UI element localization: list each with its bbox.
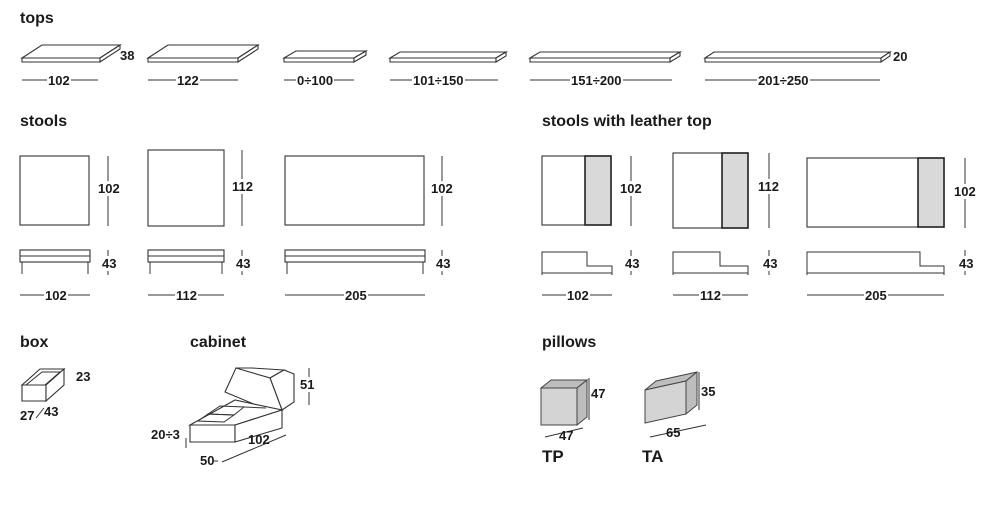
- tops-width-label-4: 101÷150: [412, 73, 465, 88]
- heading-stools-leather: stools with leather top: [542, 113, 712, 130]
- heading-box: box: [20, 334, 49, 351]
- leather-height-label-3: 43: [959, 256, 974, 271]
- cabinet-small-height-label: 20÷3: [151, 427, 180, 442]
- tops-width-label-3: 0÷100: [296, 73, 335, 88]
- tops-thickness-right-label: 20: [893, 49, 908, 64]
- leather-stool-112: [672, 152, 770, 296]
- leather-width-label-1: 102: [566, 288, 590, 303]
- box-width-label: 43: [44, 404, 59, 419]
- tops-width-label-5: 151÷200: [570, 73, 623, 88]
- cabinet-drawing: [185, 367, 310, 463]
- pillow-tp-width-label: 47: [559, 428, 574, 443]
- tops-width-label-6: 201÷250: [757, 73, 810, 88]
- leather-depth-label-2: 112: [758, 179, 779, 194]
- top-102: [20, 43, 122, 81]
- heading-stools: stools: [20, 113, 68, 130]
- stool-width-label-2: 112: [175, 288, 198, 303]
- pillow-ta-drawing: [644, 370, 707, 438]
- stool-width-label-1: 102: [44, 288, 68, 303]
- leather-width-label-3: 205: [864, 288, 888, 303]
- stool-depth-label-2: 112: [232, 179, 253, 194]
- top-0-100: [281, 50, 369, 81]
- pillow-ta-label: TA: [642, 447, 664, 466]
- stool-112: [147, 149, 243, 296]
- stool-height-label-2: 43: [236, 256, 251, 271]
- pillow-tp-drawing: [539, 378, 590, 438]
- heading-tops: tops: [20, 10, 54, 27]
- leather-depth-label-3: 102: [954, 184, 976, 199]
- leather-width-label-2: 112: [699, 288, 722, 303]
- cabinet-length-label: 102: [248, 432, 270, 447]
- top-122: [146, 43, 260, 81]
- leather-depth-label-1: 102: [620, 181, 642, 196]
- leather-stool-102: [541, 155, 632, 296]
- leather-stool-205: [806, 157, 966, 296]
- heading-pillows: pillows: [542, 334, 597, 351]
- leather-height-label-2: 43: [763, 256, 778, 271]
- top-201-250: [703, 50, 892, 81]
- top-151-200: [528, 51, 682, 81]
- stool-height-label-1: 43: [102, 256, 117, 271]
- top-101-150: [388, 51, 508, 81]
- pillow-tp-height-label: 47: [591, 386, 606, 401]
- box-height-label: 23: [76, 369, 91, 384]
- stool-width-label-3: 205: [344, 288, 368, 303]
- leather-height-label-1: 43: [625, 256, 640, 271]
- stool-depth-label-1: 102: [98, 181, 120, 196]
- box-depth-label: 27: [20, 408, 35, 423]
- box-drawing: [20, 367, 66, 419]
- stool-205: [284, 155, 443, 296]
- pillow-tp-label: TP: [542, 447, 564, 466]
- cabinet-height-label: 51: [300, 377, 315, 392]
- tops-thickness-label: 38: [120, 48, 135, 63]
- tops-width-label-1: 102: [47, 73, 71, 88]
- stool-depth-label-3: 102: [431, 181, 453, 196]
- stool-height-label-3: 43: [436, 256, 451, 271]
- tops-width-label-2: 122: [176, 73, 200, 88]
- pillow-ta-width-label: 65: [666, 425, 681, 440]
- pillow-ta-height-label: 35: [701, 384, 716, 399]
- stool-102: [19, 155, 109, 296]
- heading-cabinet: cabinet: [190, 334, 247, 351]
- cabinet-width-label: 50: [200, 453, 215, 468]
